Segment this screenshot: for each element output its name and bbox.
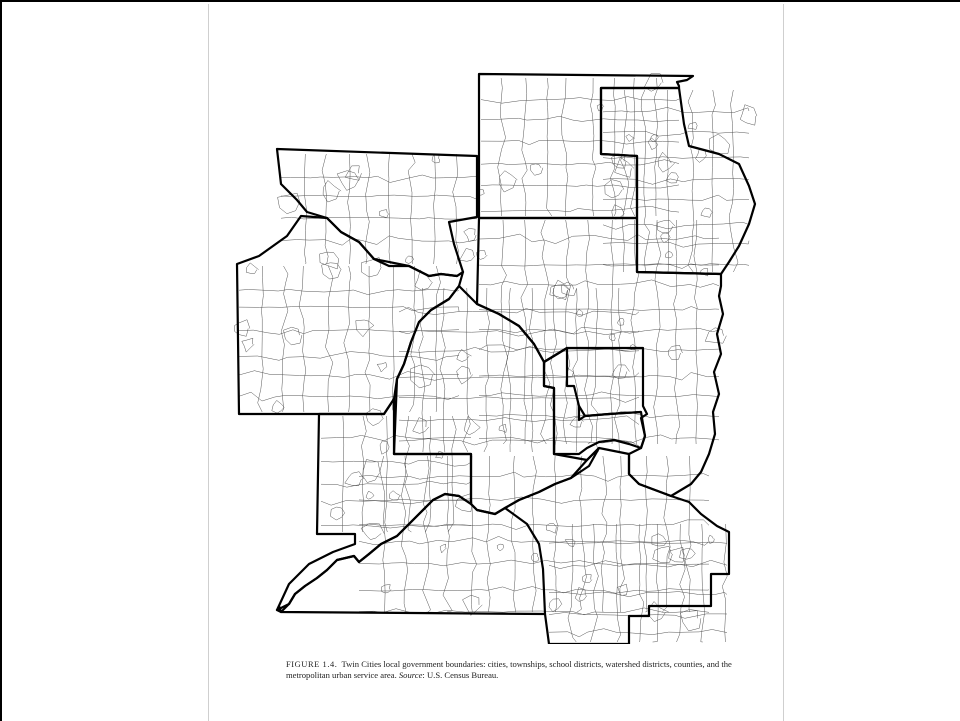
inner-city-line: [578, 405, 642, 418]
caption-text: Twin Cities local government boundaries:…: [286, 659, 732, 680]
city-core-boundary: [542, 346, 649, 456]
county-west: [235, 214, 465, 416]
county-northwest: [275, 147, 479, 278]
figure-caption: FIGURE 1.4.Twin Cities local government …: [286, 659, 756, 681]
county-south: [275, 446, 731, 644]
county-southwest: [275, 397, 473, 614]
book-page: FIGURE 1.4.Twin Cities local government …: [208, 4, 784, 721]
figure-label: FIGURE 1.4.: [286, 660, 338, 669]
twin-cities-boundary-map: [234, 72, 758, 644]
county-south-divider: [504, 507, 547, 615]
county-northeast: [599, 86, 757, 276]
local-boundary-lines: [234, 73, 758, 643]
county-east-central: [475, 216, 725, 498]
source-label: Source: [398, 670, 423, 680]
county-boundaries: [235, 72, 757, 644]
source-text: : U.S. Census Bureau.: [422, 670, 499, 680]
fine-boundaries: [234, 73, 758, 643]
county-north: [477, 72, 695, 220]
